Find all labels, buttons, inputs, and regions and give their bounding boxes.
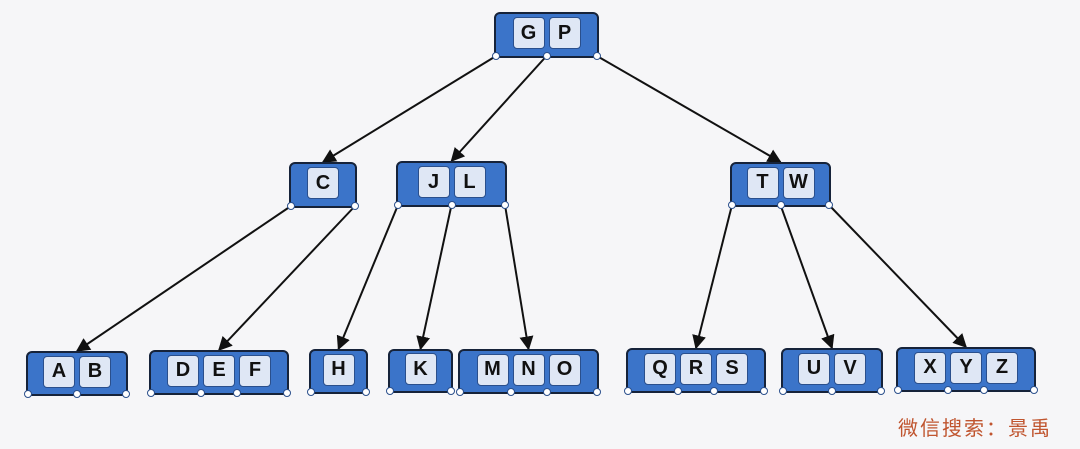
child-pointer-dot (283, 389, 291, 397)
tree-node-h: H (307, 349, 370, 396)
child-pointer-dot (307, 388, 315, 396)
tree-node-k: K (386, 349, 455, 395)
child-pointer-dot (447, 201, 456, 209)
child-pointer-dot (828, 387, 836, 395)
child-pointer-dot (447, 387, 455, 395)
child-pointer-dot (593, 52, 601, 60)
key-r: R (680, 352, 712, 385)
child-pointer-dot (825, 201, 833, 209)
key-b: B (79, 355, 111, 388)
child-pointer-dot (760, 387, 768, 395)
tree-node-c: C (287, 162, 359, 210)
child-pointer-dot (73, 390, 81, 398)
child-pointer-dot (593, 388, 601, 396)
child-pointer-dot (542, 388, 551, 396)
key-o: O (548, 353, 581, 386)
key-a: A (43, 355, 75, 388)
child-pointer-dot (287, 202, 295, 210)
edge-jl-to-h (336, 204, 399, 351)
key-p: P (548, 17, 581, 49)
child-pointer-dot (877, 387, 885, 395)
key-q: Q (644, 352, 676, 385)
child-pointer-dot (728, 201, 736, 209)
key-l: L (453, 166, 486, 198)
child-pointer-dot (492, 52, 500, 60)
edge-jl-to-k (416, 204, 453, 351)
child-pointer-dot (24, 390, 32, 398)
child-pointer-dot (351, 202, 359, 210)
child-pointer-dot (362, 388, 370, 396)
key-u: U (798, 352, 830, 385)
child-pointer-dot (1030, 386, 1038, 394)
key-m: M (476, 353, 509, 386)
child-pointer-dot (506, 388, 515, 396)
key-w: W (782, 166, 815, 199)
key-e: E (203, 354, 235, 387)
key-h: H (322, 353, 355, 386)
key-t: T (746, 166, 779, 199)
child-pointer-dot (233, 389, 241, 397)
child-pointer-dot (710, 387, 718, 395)
child-pointer-dot (394, 201, 402, 209)
child-pointer-dot (147, 389, 155, 397)
key-g: G (512, 17, 545, 49)
edge-root-to-jl (450, 55, 548, 163)
child-pointer-dot (674, 387, 682, 395)
child-pointer-dot (386, 387, 394, 395)
child-pointer-dot (980, 386, 988, 394)
edge-tw-to-uv (779, 204, 835, 350)
key-f: F (239, 354, 271, 387)
key-z: Z (986, 351, 1018, 384)
edge-root-to-c (321, 55, 497, 163)
watermark-text: 微信搜索：景禹 (898, 416, 1052, 440)
child-pointer-dot (542, 52, 551, 60)
edge-c-to-ab (75, 205, 292, 352)
edge-tw-to-xyz (828, 204, 967, 349)
edge-c-to-def (218, 205, 356, 352)
key-n: N (512, 353, 545, 386)
edge-root-to-tw (596, 55, 782, 163)
key-j: J (417, 166, 450, 198)
child-pointer-dot (894, 386, 902, 394)
child-pointer-dot (197, 389, 205, 397)
child-pointer-dot (944, 386, 952, 394)
child-pointer-dot (501, 201, 509, 209)
edge-tw-to-qrs (692, 204, 733, 350)
edge-jl-to-mno (504, 204, 534, 351)
key-x: X (914, 351, 946, 384)
key-v: V (834, 352, 866, 385)
child-pointer-dot (779, 387, 787, 395)
key-k: K (404, 353, 437, 385)
key-y: Y (950, 351, 982, 384)
key-s: S (716, 352, 748, 385)
child-pointer-dot (122, 390, 130, 398)
key-c: C (307, 167, 339, 199)
key-d: D (167, 354, 199, 387)
child-pointer-dot (456, 388, 464, 396)
child-pointer-dot (776, 201, 785, 209)
child-pointer-dot (624, 387, 632, 395)
